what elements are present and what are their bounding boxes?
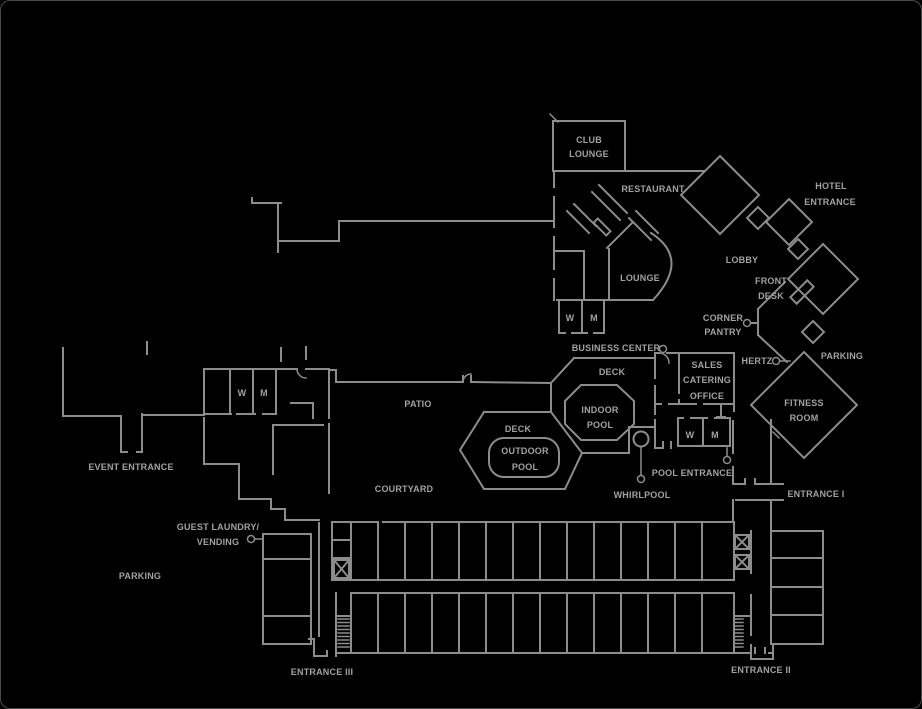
pool-entrance-marker-icon (722, 455, 732, 465)
restaurant-bar-counter (592, 217, 612, 237)
label-indoor-pool: INDOOR (581, 405, 619, 415)
label-corner-pantry: CORNER (703, 313, 744, 323)
label-front-desk: DESK (758, 291, 784, 301)
label-deck-outdoor: DECK (505, 424, 532, 434)
label-club-lounge: LOUNGE (569, 149, 609, 159)
label-entrance-i: ENTRANCE I (787, 489, 844, 499)
label-sales-catering-office: SALES (691, 360, 722, 370)
label-restroom-w: W (566, 313, 575, 323)
club-lounge-restaurant-walls (548, 112, 705, 334)
label-fitness-room: FITNESS (784, 398, 823, 408)
laundry-marker-icon (246, 534, 256, 544)
label-lounge: LOUNGE (620, 273, 660, 283)
label-guest-laundry: GUEST LAUNDRY/ (177, 522, 260, 532)
hotel-entrance-diamond (764, 197, 814, 247)
label-outdoor-pool: POOL (512, 462, 539, 472)
label-club-lounge: CLUB (576, 135, 602, 145)
label-patio: PATIO (404, 399, 431, 409)
label-restroom-w: W (238, 388, 247, 398)
laundry-block-walls (246, 533, 312, 645)
wing-b-walls (335, 592, 752, 654)
entrance-ii-walls (750, 643, 774, 660)
lobby-diamonds (679, 154, 860, 460)
label-business-center: BUSINESS CENTER (572, 343, 661, 353)
meeting-room-block-walls (203, 368, 337, 521)
label-indoor-pool: POOL (587, 420, 614, 430)
hertz-marker (771, 356, 791, 366)
corner-pantry-marker-icon (742, 318, 752, 328)
label-restroom-w: W (686, 430, 695, 440)
pool-complex-walls (458, 352, 672, 490)
label-front-desk: FRONT (755, 276, 787, 286)
whirlpool-marker-icon (636, 474, 646, 484)
label-corner-pantry: PANTRY (704, 327, 741, 337)
pool-entrance-marker (722, 447, 732, 465)
label-whirlpool: WHIRLPOOL (614, 490, 671, 500)
label-fitness-room: ROOM (790, 413, 819, 423)
outdoor-pool-shape (488, 437, 560, 478)
label-hotel-entrance: HOTEL (815, 181, 847, 191)
label-restaurant: RESTAURANT (621, 184, 685, 194)
labels: CLUB LOUNGE RESTAURANT HOTEL ENTRANCE LO… (88, 135, 863, 677)
pool-restrooms-walls (677, 417, 731, 447)
entrance-iii-walls (308, 522, 337, 657)
event-space-walls (62, 197, 555, 453)
restaurant-diamond (679, 154, 761, 236)
lounge-arc (649, 231, 673, 302)
wing-a-walls (331, 521, 735, 581)
stairs-icon (337, 618, 744, 648)
wing-b-room-dividers (377, 592, 703, 654)
label-sales-catering-office: CATERING (683, 375, 731, 385)
label-deck-indoor: DECK (599, 367, 626, 377)
label-hertz: HERTZ (742, 356, 773, 366)
east-wing-room-dividers (770, 557, 824, 616)
label-sales-catering-office: OFFICE (690, 391, 724, 401)
club-lounge-room (552, 120, 626, 172)
label-restroom-m: M (711, 430, 719, 440)
label-entrance-iii: ENTRANCE III (291, 667, 353, 677)
label-restroom-m: M (590, 313, 598, 323)
label-lobby: LOBBY (726, 255, 759, 265)
label-restroom-m: M (260, 388, 268, 398)
label-outdoor-pool: OUTDOOR (501, 446, 549, 456)
label-courtyard: COURTYARD (375, 484, 434, 494)
east-corridor-walls (732, 419, 784, 645)
whirlpool-shape (632, 430, 650, 484)
elevator-icon (332, 533, 751, 580)
front-desk-counter (788, 278, 816, 306)
wing-a-room-dividers (377, 521, 703, 581)
label-event-entrance: EVENT ENTRANCE (88, 462, 173, 472)
label-entrance-ii: ENTRANCE II (731, 665, 791, 675)
front-desk-diamond (786, 242, 860, 316)
patio-wall (335, 373, 553, 385)
indoor-pool-shape (564, 384, 635, 441)
label-parking-lobby: PARKING (821, 351, 863, 361)
corner-pantry-walls (742, 280, 789, 364)
hertz-marker-icon (771, 356, 781, 366)
label-hotel-entrance: ENTRANCE (804, 197, 856, 207)
label-parking-west: PARKING (119, 571, 161, 581)
label-pool-entrance: POOL ENTRANCE (652, 468, 732, 478)
label-guest-laundry: VENDING (197, 537, 239, 547)
business-center-marker-icon (658, 344, 668, 354)
fitness-room-diamond (749, 350, 859, 460)
